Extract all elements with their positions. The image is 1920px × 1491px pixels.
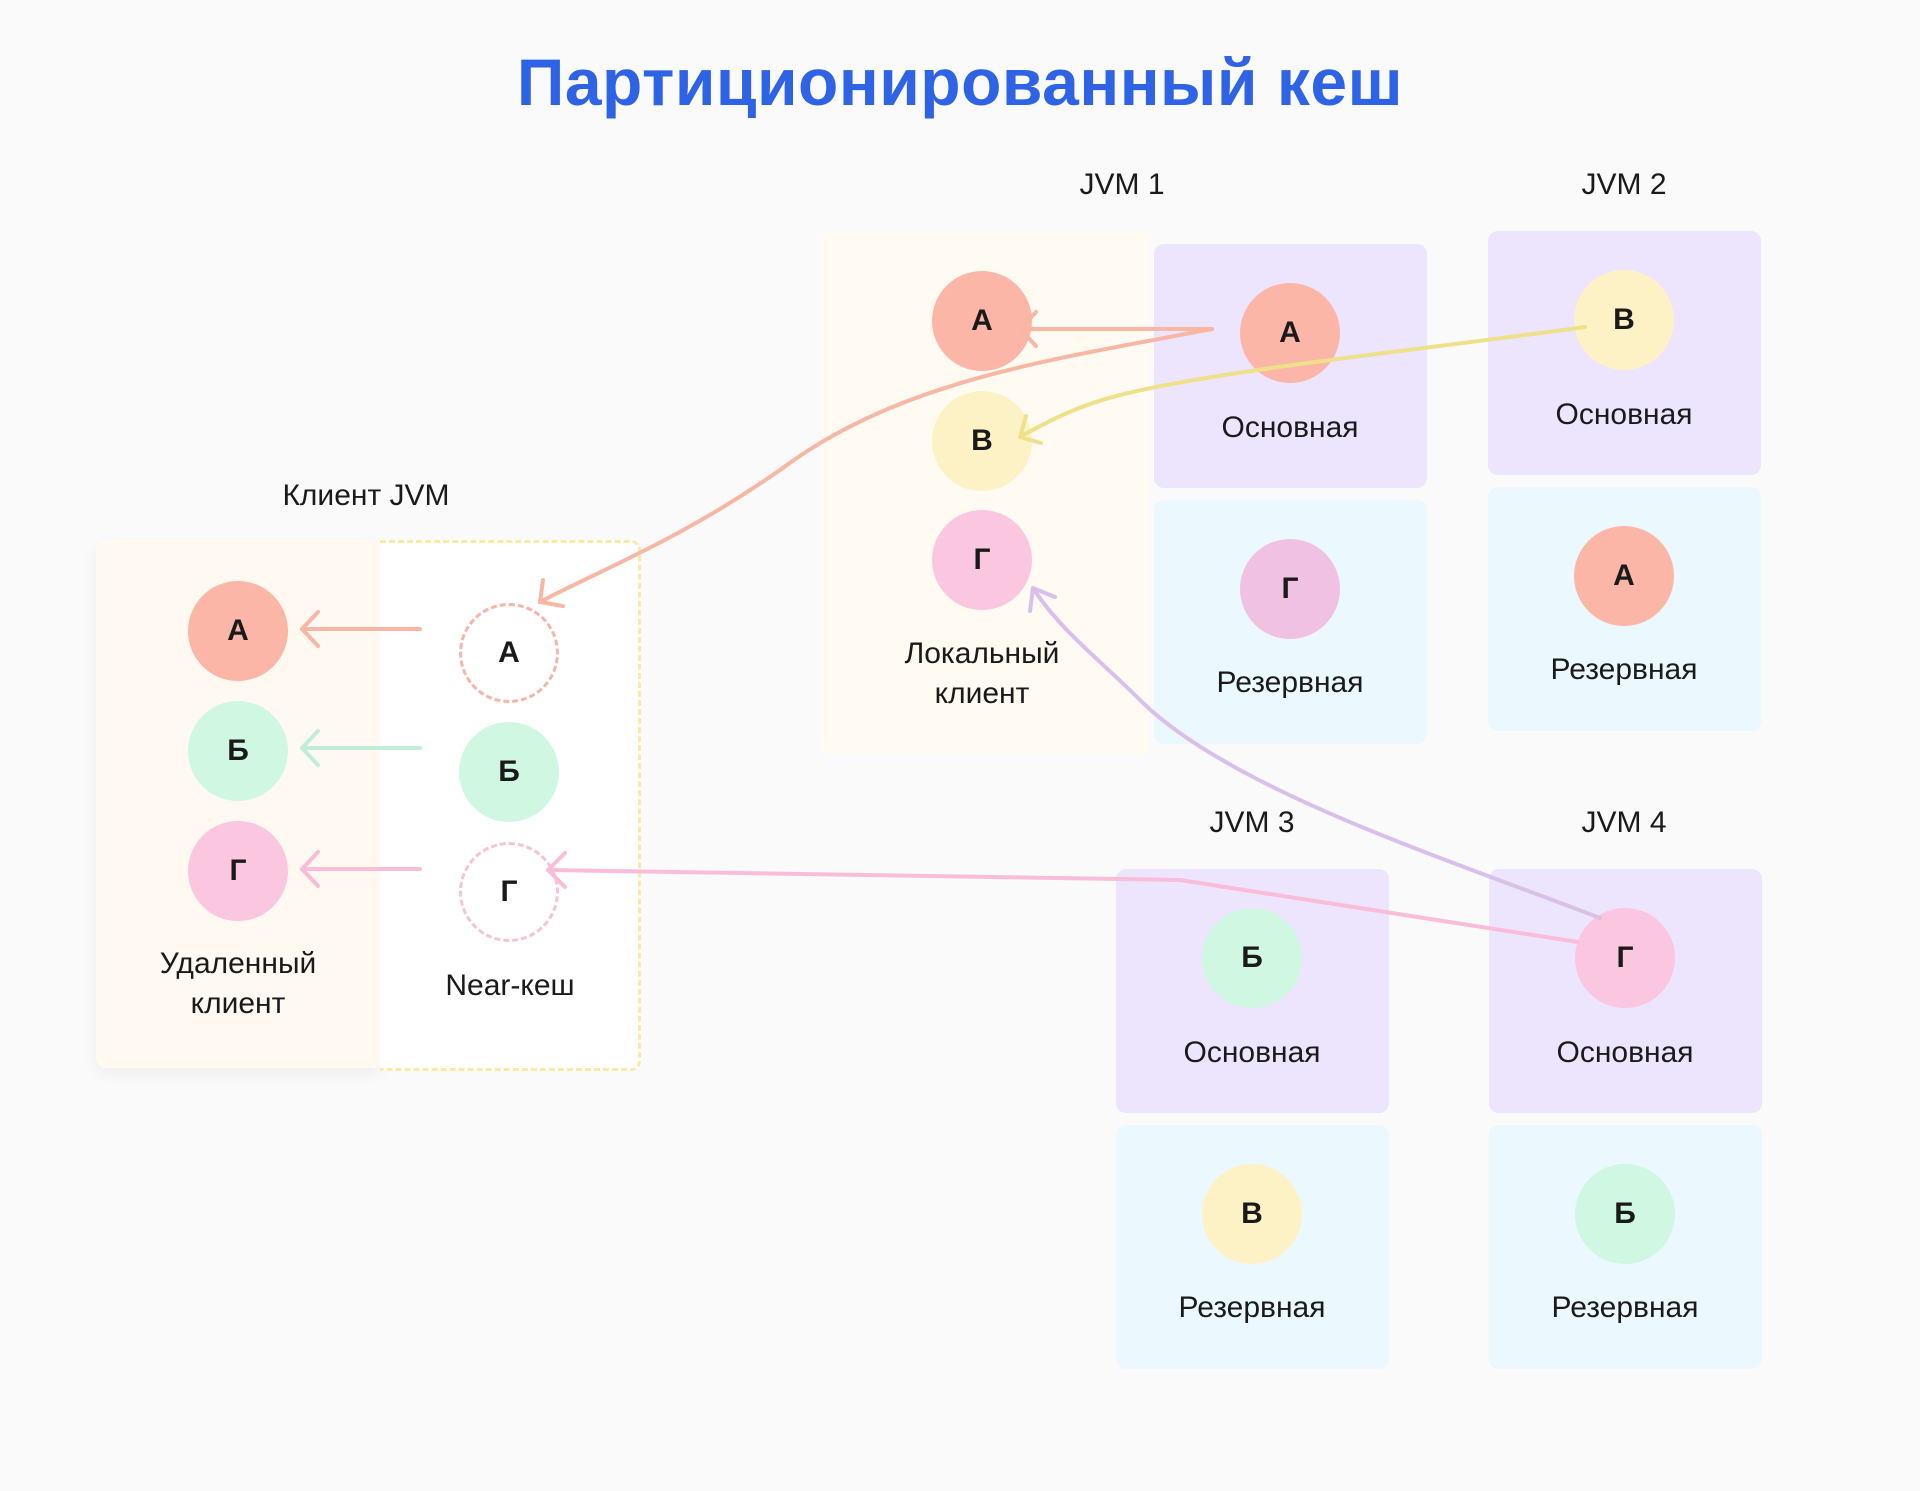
arrowhead-local-g: [1028, 586, 1057, 613]
jvm3-primary-label: Основная: [1183, 1036, 1321, 1069]
arrow-jvm2-v-to-local-v: [1018, 325, 1587, 439]
client-jvm-label: Клиент JVM: [282, 479, 450, 512]
arrowhead-local-v: [1018, 414, 1043, 445]
arrowhead-remote-g: [300, 850, 320, 888]
jvm3-backup-circle: В: [1202, 1164, 1302, 1264]
jvm3-primary-circle: Б: [1202, 908, 1302, 1008]
local-circle-g: Г: [932, 510, 1032, 610]
arrowhead-near-a: [538, 578, 565, 608]
local-circle-a: А: [932, 271, 1032, 371]
near-circle-b: Б: [459, 722, 559, 822]
jvm3-backup-label: Резервная: [1178, 1291, 1326, 1324]
jvm2-primary-label: Основная: [1555, 398, 1693, 431]
jvm4-primary-label: Основная: [1556, 1036, 1694, 1069]
jvm1-primary-label: Основная: [1221, 411, 1359, 444]
remote-circle-b: Б: [188, 701, 288, 801]
arrowhead-near-g: [546, 851, 567, 889]
jvm4-backup-circle: Б: [1575, 1164, 1675, 1264]
arrow-primary-a-to-near-a: [538, 327, 1214, 604]
local-client-label: Локальный клиент: [904, 637, 1060, 710]
jvm1-label: JVM 1: [1079, 168, 1165, 201]
jvm2-backup-circle: А: [1574, 526, 1674, 626]
near-cache-label: Near-кеш: [445, 969, 575, 1002]
jvm1-backup-label: Резервная: [1216, 666, 1364, 699]
arrow-jvm4-g-to-local-g: [1031, 586, 1602, 920]
local-circle-v: В: [932, 391, 1032, 491]
arrowhead-local-a: [1018, 310, 1038, 348]
remote-circle-a: А: [188, 581, 288, 681]
jvm2-backup-label: Резервная: [1550, 653, 1698, 686]
jvm3-label: JVM 3: [1209, 806, 1295, 839]
jvm2-label: JVM 2: [1581, 168, 1667, 201]
arrow-jvm4-g-to-near-g: [546, 868, 1580, 944]
jvm2-primary-circle: В: [1574, 270, 1674, 370]
page-title: Партиционированный кеш: [516, 45, 1404, 119]
arrowhead-remote-b: [300, 729, 320, 767]
jvm4-label: JVM 4: [1581, 806, 1667, 839]
remote-client-label: Удаленный клиент: [159, 947, 317, 1020]
near-circle-g: Г: [459, 842, 559, 942]
jvm4-primary-circle: Г: [1575, 908, 1675, 1008]
jvm4-backup-label: Резервная: [1551, 1291, 1699, 1324]
arrowhead-remote-a: [300, 610, 320, 648]
near-circle-a: А: [459, 603, 559, 703]
remote-circle-g: Г: [188, 821, 288, 921]
jvm1-backup-circle: Г: [1240, 539, 1340, 639]
